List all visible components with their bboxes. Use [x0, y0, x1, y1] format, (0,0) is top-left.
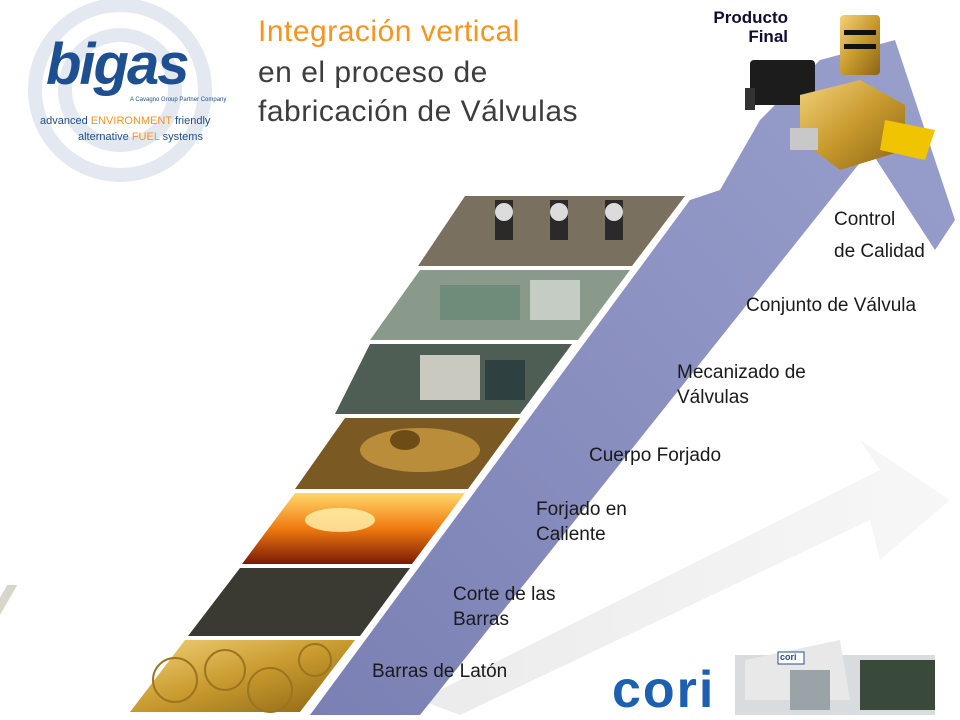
title-line-2: en el proceso de [258, 56, 488, 89]
logo-line-1: advanced ENVIRONMENT friendly [40, 115, 210, 127]
step-label: Barras [453, 609, 509, 630]
step-label: Cuerpo Forjado [589, 445, 722, 466]
photo-bar-cutting [188, 568, 410, 636]
factory-sign: cori [780, 652, 797, 662]
factory-photo [735, 625, 935, 715]
step-label: Caliente [536, 524, 606, 545]
step-label: Barras de Latón [372, 661, 508, 682]
logo-brand: bigas [46, 32, 189, 97]
step-label: Forjado en [536, 499, 627, 520]
step-bar-cutting: Corte de las Barras [453, 582, 555, 632]
step-brass-bars: Barras de Latón [372, 659, 507, 684]
step-label: Válvulas [677, 387, 749, 408]
valve-product-image [745, 15, 935, 170]
logo-tagline: A Cavagno Group Partner Company [130, 97, 227, 103]
step-label: Mecanizado de [677, 362, 806, 383]
cori-logo: cori [612, 661, 716, 719]
step-hot-forging: Forjado en Caliente [536, 497, 627, 547]
final-product-label: Producto Final [670, 8, 788, 46]
logo-word-environment: ENVIRONMENT [90, 115, 172, 127]
logo-word-fuel: FUEL [131, 131, 160, 143]
logo-line-2: alternative FUEL systems [78, 131, 203, 143]
step-label: Conjunto de Válvula [746, 295, 917, 316]
step-quality-control: Control de Calidad [834, 204, 925, 268]
shadow-arrow [420, 440, 950, 715]
logo-word-friendly: friendly [174, 115, 211, 127]
final-product-line-2: Final [748, 27, 788, 46]
title-line-1: Integración vertical [258, 15, 520, 48]
photo-strips [0, 196, 685, 713]
logo-word-advanced: advanced [40, 115, 88, 127]
logo-word-alternative: alternative [78, 131, 129, 143]
step-forged-body: Cuerpo Forjado [589, 443, 721, 468]
logo-swirl-decoration [28, 0, 212, 182]
step-assembly: Conjunto de Válvula [746, 293, 916, 318]
step-machining: Mecanizado de Válvulas [677, 360, 806, 410]
step-label: Corte de las [453, 584, 556, 605]
step-label: Control [834, 209, 896, 230]
title-line-3: fabricación de Válvulas [258, 95, 579, 128]
logo-word-systems: systems [162, 131, 203, 143]
process-arrow [310, 40, 955, 715]
final-product-line-1: Producto [713, 8, 788, 27]
step-label: de Calidad [834, 241, 925, 262]
bigas-logo: bigas A Cavagno Group Partner Company ad… [40, 32, 260, 150]
